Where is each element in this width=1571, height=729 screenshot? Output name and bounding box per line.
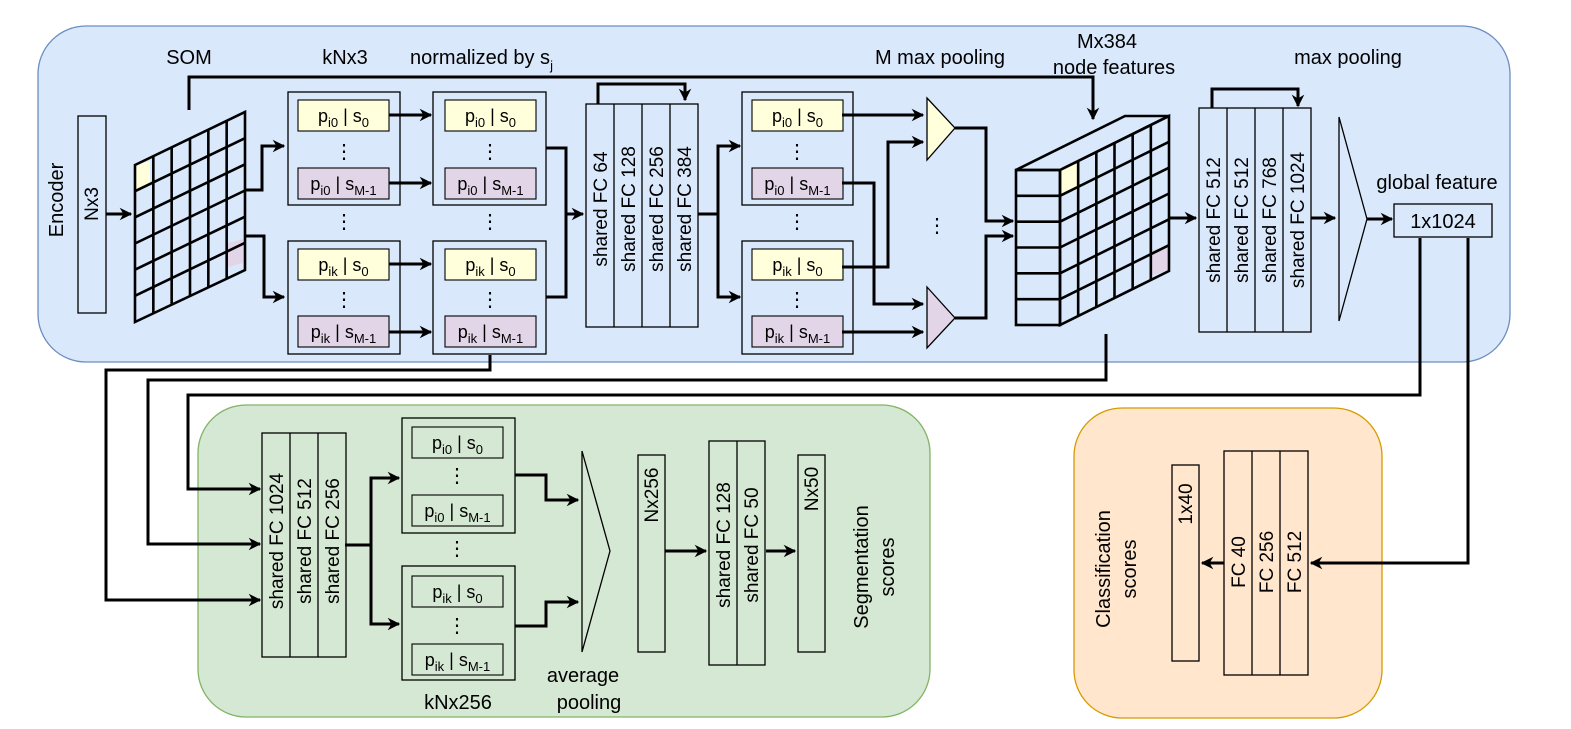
feature-cell-i0_sm [297, 167, 390, 200]
feature-cell-text: pi0 | sM-1 [424, 501, 490, 525]
node-feature-block [1014, 113, 1171, 328]
m-max-pooling-label: M max pooling [875, 47, 1005, 69]
feature-cell-ik_sm [751, 315, 844, 348]
feature-cell-text: pi0 | s0 [772, 106, 823, 130]
feature-cell-text: pik | s0 [465, 255, 515, 279]
fc-layer-label: shared FC 256 [323, 478, 344, 604]
fc-layer-label: FC 40 [1229, 536, 1250, 588]
average-label: average [547, 665, 619, 687]
fc-layer-label: shared FC 512 [295, 478, 316, 604]
feature-cell-text: pi0 | sM-1 [310, 174, 376, 198]
feature-cell-ik_s0 [751, 248, 844, 281]
feature-cell-i0_s0 [444, 99, 537, 132]
feature-cell-text: pik | s0 [318, 255, 368, 279]
fc-stack-seg1 [261, 432, 347, 658]
node-features-label: node features [1053, 57, 1175, 79]
feature-cell-ik_sm [411, 643, 504, 676]
feature-cell-text: pik | s0 [432, 582, 482, 606]
ellipsis: ⋮ [787, 289, 807, 311]
ellipsis: ⋮ [334, 211, 354, 233]
encoder-label: Encoder [46, 162, 68, 237]
fc-layer-label: FC 256 [1257, 531, 1278, 593]
nx50-label: Nx50 [802, 467, 823, 511]
fc-layer-label: shared FC 512 [1204, 157, 1225, 283]
max-pooling-label: max pooling [1294, 47, 1402, 69]
feature-cell-text: pik | sM-1 [765, 322, 830, 346]
fc-layer-label: shared FC 256 [647, 146, 668, 272]
ellipsis: ⋮ [480, 289, 500, 311]
feature-cell-text: pik | sM-1 [425, 650, 490, 674]
fc-layer-label: shared FC 50 [742, 487, 763, 602]
fc-layer-label: shared FC 1024 [267, 472, 288, 609]
feature-cell-text: pik | sM-1 [458, 322, 523, 346]
feature-cell-text: pik | sM-1 [311, 322, 376, 346]
nx3-label: Nx3 [82, 187, 103, 221]
max-pool-triangle-bottom [926, 285, 956, 350]
ellipsis: ⋮ [447, 615, 467, 637]
1x40-label: 1x40 [1176, 483, 1197, 524]
feature-cell-text: pi0 | s0 [318, 106, 369, 130]
global-max-pool-triangle [1338, 116, 1368, 322]
fc-layer-label: shared FC 128 [714, 482, 735, 608]
feature-cell-text: pi0 | sM-1 [764, 174, 830, 198]
som-grid [133, 109, 247, 325]
normalized-label: normalized by sj [410, 47, 553, 73]
ellipsis: ⋮ [927, 215, 947, 237]
feature-cell-text: pi0 | sM-1 [457, 174, 523, 198]
feature-cell-text: pi0 | s0 [432, 433, 483, 457]
global-feature-box [1393, 203, 1493, 238]
feature-cell-i0_s0 [297, 99, 390, 132]
pooling-label: pooling [557, 692, 622, 714]
global-feature-label: global feature [1376, 172, 1497, 194]
ellipsis: ⋮ [787, 211, 807, 233]
fc-layer-label: shared FC 512 [1232, 157, 1253, 283]
knx3-label: kNx3 [322, 47, 368, 69]
ellipsis: ⋮ [447, 465, 467, 487]
ellipsis: ⋮ [334, 141, 354, 163]
feature-cell-i0_sm [444, 167, 537, 200]
ellipsis: ⋮ [447, 538, 467, 560]
feature-cell-ik_s0 [297, 248, 390, 281]
feature-cell-i0_sm [751, 167, 844, 200]
fc-layer-label: FC 512 [1285, 531, 1306, 593]
fc-layer-label: shared FC 128 [619, 146, 640, 272]
mx384-label: Mx384 [1077, 31, 1137, 53]
fc-stack-cls [1223, 450, 1309, 676]
global-feature-value: 1x1024 [1410, 211, 1476, 233]
feature-cell-text: pi0 | s0 [465, 106, 516, 130]
nx256-label: Nx256 [642, 468, 663, 523]
average-pool-triangle [581, 450, 611, 653]
ellipsis: ⋮ [787, 141, 807, 163]
feature-cell-ik_s0 [411, 575, 504, 608]
ellipsis: ⋮ [480, 141, 500, 163]
max-pool-triangle-top [926, 96, 956, 162]
ellipsis: ⋮ [334, 289, 354, 311]
feature-cell-ik_sm [444, 315, 537, 348]
feature-cell-i0_sm [411, 494, 504, 527]
knx3-group [287, 91, 547, 355]
feature-cell-i0_s0 [751, 99, 844, 132]
knx256-label: kNx256 [424, 692, 492, 714]
feature-cell-ik_s0 [444, 248, 537, 281]
nx256-box [637, 454, 666, 653]
nx50-box [797, 454, 826, 653]
fc-layer-label: shared FC 768 [1260, 157, 1281, 283]
fc-layer-label: shared FC 384 [675, 146, 696, 272]
som-label: SOM [166, 47, 212, 69]
fc-layer-label: shared FC 1024 [1288, 151, 1309, 288]
ellipsis: ⋮ [480, 211, 500, 233]
1x40-box [1171, 464, 1200, 662]
fc-layer-label: shared FC 64 [591, 151, 612, 267]
feature-cell-text: pik | s0 [772, 255, 822, 279]
feature-cell-i0_s0 [411, 426, 504, 459]
